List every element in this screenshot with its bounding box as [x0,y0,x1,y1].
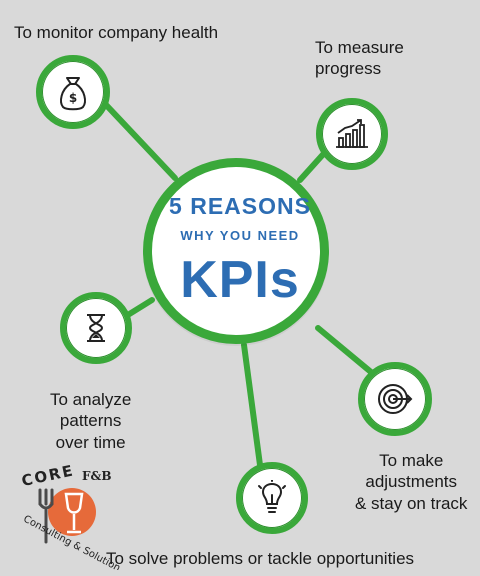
reason-node-problems [236,462,308,534]
bar-chart-icon [336,119,368,148]
reason-label-patterns: To analyze patterns over time [50,390,132,452]
hourglass-icon [87,314,105,342]
logo-brand: CORE [20,461,76,490]
lightbulb-icon [258,480,286,513]
reason-node-patterns [60,292,132,364]
reason-node-progress [316,98,388,170]
center-keyword: KPIs [180,251,300,309]
logo-suffix: F&B [82,469,112,483]
reason-node-adjustments [358,362,432,436]
reason-label-adjustments: To make adjustments & stay on track [355,451,468,513]
center-circle [143,158,329,344]
center-subtitle: WHY YOU NEED [180,228,300,243]
core-fb-logo: CORE F&B Consulting & Solution [20,461,122,570]
reason-node-health: $ [36,55,110,129]
reason-label-health: To monitor company health [14,23,219,42]
svg-text:$: $ [69,91,77,105]
money-bag-icon: $ [60,77,86,111]
center-title: 5 REASONS [169,193,311,219]
reason-label-progress: To measure progress [315,38,404,79]
wine-glass-icon [64,492,84,534]
reason-label-problems: To solve problems or tackle opportunitie… [106,549,415,568]
fork-icon [38,488,54,544]
connector-line [241,342,265,483]
target-icon [378,384,413,414]
